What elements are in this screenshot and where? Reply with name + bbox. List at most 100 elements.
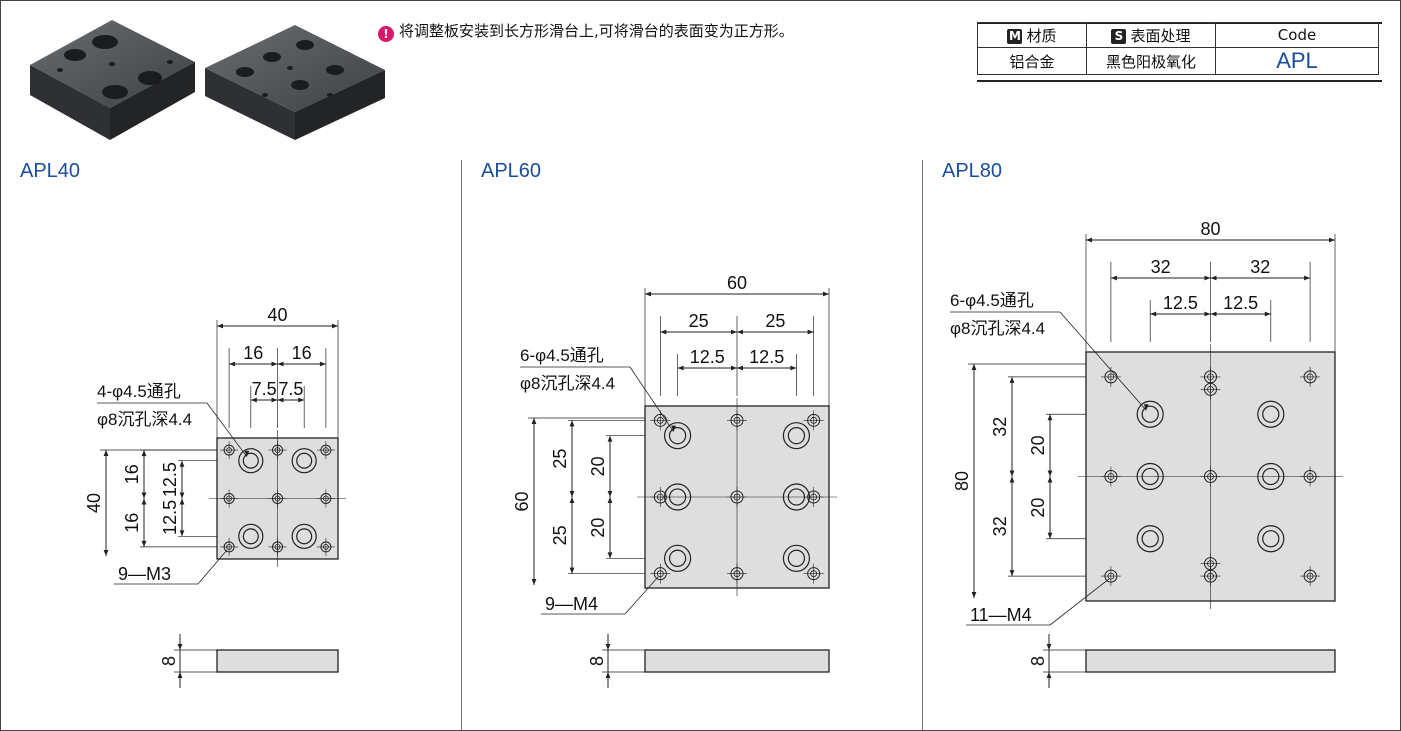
- dim-half-a: 25: [689, 311, 709, 331]
- dimension-arrow: [1210, 311, 1217, 317]
- dimension-arrow: [217, 323, 223, 329]
- dim-inner-a: 12.5: [1163, 293, 1198, 313]
- counterbore-hole: [663, 483, 692, 511]
- counterbore-hole: [238, 448, 264, 474]
- dimension-arrow: [1150, 311, 1157, 317]
- leader-line: [624, 576, 659, 615]
- dimension-arrow: [1304, 275, 1311, 281]
- dimension-arrow: [229, 361, 236, 367]
- through-hole: [668, 549, 687, 567]
- leader-line: [197, 549, 228, 585]
- dimension-arrow: [660, 329, 667, 335]
- dimension-arrow: [179, 460, 185, 467]
- plate-side-view: [216, 649, 339, 673]
- leader-line: [1059, 311, 1147, 411]
- through-hole: [1262, 467, 1280, 486]
- counterbore-hole: [291, 448, 317, 474]
- section-title-apl80: APL80: [942, 160, 1003, 182]
- dim-v-c: 20: [588, 456, 608, 476]
- counterbore-hole: [1257, 462, 1285, 491]
- callout-hole-spec: 6-φ4.5通孔: [950, 291, 1034, 310]
- value-surface: 黑色阳极氧化: [1086, 47, 1216, 75]
- install-note-text: 将调整板安装到长方形滑台上,可将滑台的表面变为正方形。: [399, 22, 794, 40]
- counterbore-hole: [1136, 400, 1164, 428]
- callout-tap-spec: 9—M4: [545, 594, 598, 614]
- counterbore-hole: [782, 483, 811, 511]
- value-material: 铝合金: [977, 47, 1087, 75]
- counterbore-hole: [663, 544, 692, 572]
- callout-tap-spec: 11—M4: [970, 605, 1032, 625]
- dim-inner-b: 12.5: [749, 347, 784, 367]
- callout-hole-spec: 4-φ4.5通孔: [97, 382, 181, 401]
- through-hole: [242, 452, 259, 469]
- callout-counterbore-spec: φ8沉孔深4.4: [520, 374, 615, 393]
- dimension-arrow: [179, 530, 185, 537]
- dimension-arrow: [1009, 376, 1015, 383]
- dimension-arrow: [277, 397, 284, 403]
- dimension-arrow: [179, 492, 185, 499]
- surface-badge-icon: S: [1111, 28, 1127, 44]
- dim-v-b: 16: [122, 513, 142, 533]
- dim-thickness: 8: [587, 656, 607, 666]
- dim-half-b: 16: [292, 343, 312, 363]
- dimension-arrow: [569, 567, 575, 574]
- dim-half-b: 32: [1250, 257, 1270, 277]
- dim-inner-a: 12.5: [690, 347, 725, 367]
- dimension-arrow: [1009, 476, 1015, 483]
- dimension-arrow: [1047, 470, 1053, 477]
- through-hole: [1262, 530, 1280, 548]
- dimension-arrow: [179, 498, 185, 505]
- callout-tap-spec: 9—M3: [118, 564, 171, 584]
- dimension-arrow: [823, 291, 829, 297]
- dimension-arrow: [1204, 311, 1211, 317]
- dimension-arrow: [531, 418, 537, 424]
- dimension-arrow: [531, 579, 537, 585]
- dimension-arrow: [271, 397, 278, 403]
- dimension-arrow: [731, 329, 737, 335]
- dimension-arrow: [1210, 275, 1217, 281]
- product-photos: [30, 20, 385, 140]
- dimension-arrow: [103, 550, 109, 556]
- dimension-arrow: [298, 397, 305, 403]
- section-divider: [461, 160, 462, 730]
- plate-side-view: [644, 649, 830, 673]
- dimension-arrow: [605, 672, 611, 678]
- through-hole: [668, 427, 687, 445]
- leader-line: [1049, 578, 1110, 626]
- dimension-arrow: [731, 365, 737, 371]
- dimension-arrow: [141, 498, 147, 505]
- dim-thickness: 8: [1028, 656, 1048, 666]
- material-badge-icon: M: [1007, 28, 1023, 44]
- dim-inner-a: 7.5: [252, 379, 277, 399]
- dimension-arrow: [645, 291, 651, 297]
- dimension-arrow: [177, 644, 183, 650]
- leader-line: [629, 366, 674, 432]
- through-hole: [242, 528, 259, 545]
- callout-hole-spec: 6-φ4.5通孔: [520, 346, 604, 365]
- dimension-arrow: [332, 323, 338, 329]
- dim-width: 80: [1200, 219, 1220, 239]
- through-hole: [1141, 405, 1159, 423]
- dimension-arrow: [971, 592, 977, 598]
- dimension-arrow: [569, 420, 575, 427]
- plate-photo-2: [205, 25, 385, 140]
- dim-width: 60: [727, 273, 747, 293]
- dimension-arrow: [1047, 476, 1053, 483]
- dim-v-b: 25: [550, 525, 570, 545]
- dimension-arrow: [250, 397, 257, 403]
- dimension-arrow: [1047, 532, 1053, 539]
- section-title-apl40: APL40: [20, 160, 81, 182]
- dim-v-a: 16: [122, 464, 142, 484]
- dimension-arrow: [271, 361, 278, 367]
- counterbore-hole: [782, 544, 811, 572]
- dim-height: 40: [84, 493, 104, 513]
- counterbore-hole: [1136, 462, 1164, 491]
- dim-v-d: 20: [588, 518, 608, 538]
- dim-half-a: 16: [243, 343, 263, 363]
- counterbore-hole: [291, 523, 317, 549]
- dimension-arrow: [1046, 672, 1052, 678]
- dimension-arrow: [141, 540, 147, 547]
- leader-arrow: [244, 450, 250, 457]
- dimension-arrow: [807, 329, 814, 335]
